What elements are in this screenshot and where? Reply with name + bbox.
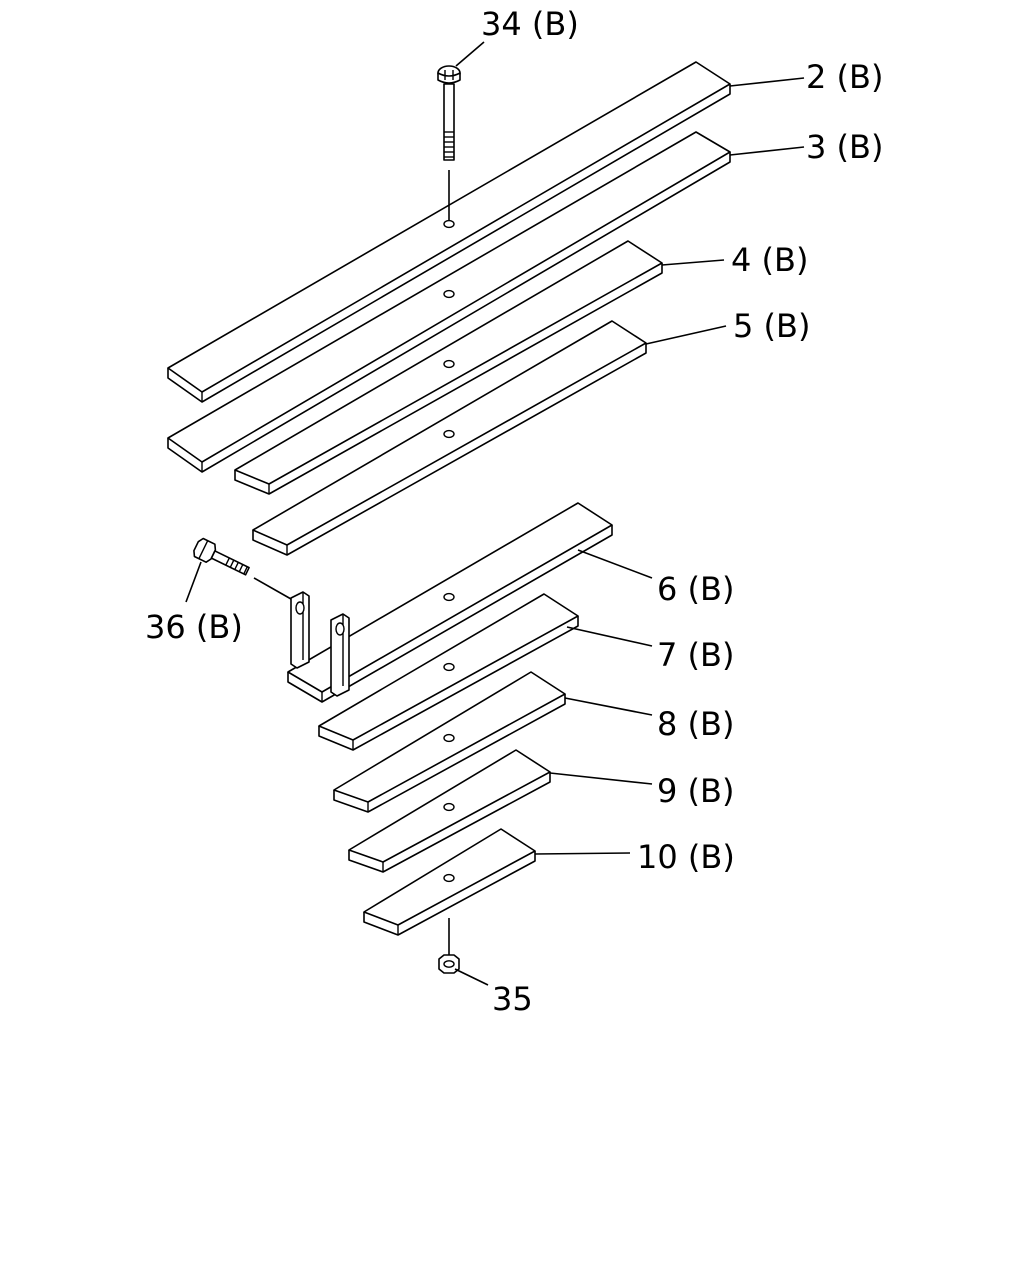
clip-bracket	[290, 591, 350, 697]
callout-5b: 5 (B)	[733, 307, 810, 345]
leaf-4	[234, 240, 663, 495]
leaf-3	[167, 131, 731, 473]
callout-7b: 7 (B)	[657, 636, 734, 674]
callout-34b: 34 (B)	[481, 5, 579, 43]
center-bolt	[437, 65, 461, 220]
center-nut	[438, 918, 460, 974]
callout-2b: 2 (B)	[806, 58, 883, 96]
leaf-7	[318, 593, 579, 751]
callout-36b: 36 (B)	[145, 608, 243, 646]
callout-4b: 4 (B)	[731, 241, 808, 279]
leaf-2	[167, 61, 731, 403]
callout-35: 35	[492, 980, 533, 1018]
callout-10b: 10 (B)	[637, 838, 735, 876]
callout-6b: 6 (B)	[657, 570, 734, 608]
leaf-6	[287, 502, 613, 703]
callout-9b: 9 (B)	[657, 772, 734, 810]
leaf-8	[333, 671, 566, 813]
leaf-10	[363, 828, 536, 936]
callout-3b: 3 (B)	[806, 128, 883, 166]
side-bolt	[193, 537, 292, 600]
callout-8b: 8 (B)	[657, 705, 734, 743]
leader-lines	[185, 41, 805, 986]
leaf-9	[348, 749, 551, 873]
leaf-5	[252, 320, 647, 556]
